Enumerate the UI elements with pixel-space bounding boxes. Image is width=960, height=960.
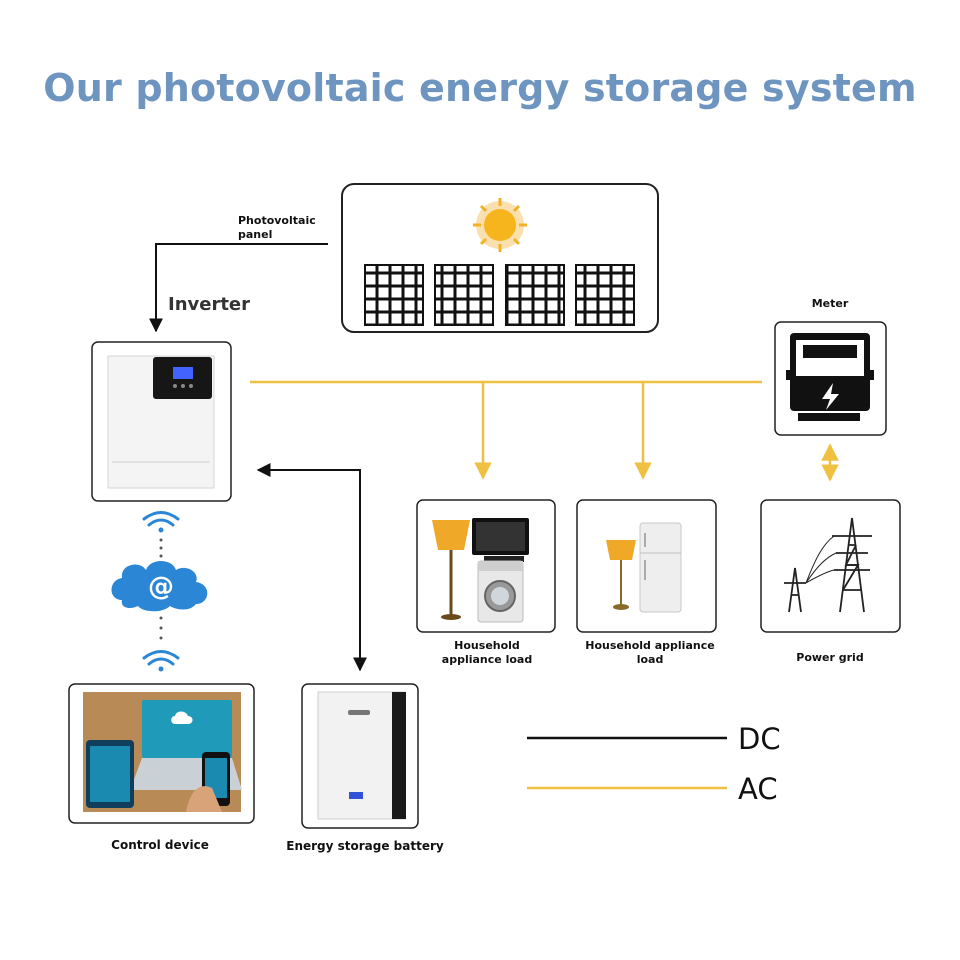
power-grid-box [760, 499, 901, 633]
sun-icon [473, 198, 527, 252]
battery-label: Energy storage battery [286, 839, 444, 853]
pv-to-inverter-line [149, 243, 328, 333]
page-title: Our photovoltaic energy storage system [43, 66, 917, 110]
battery-box [301, 683, 419, 829]
battery-icon [317, 691, 406, 820]
ac-wiring [250, 380, 839, 482]
refrigerator-icon [639, 522, 682, 613]
tv-icon [472, 518, 529, 562]
washing-machine-icon [477, 560, 524, 623]
household-load-2-label: Household appliance load [585, 639, 715, 666]
pv-panel-box [341, 183, 659, 333]
household-load-1-label: Household appliance load [441, 639, 533, 666]
floor-lamp-icon [432, 520, 470, 620]
connector-dots [159, 538, 163, 640]
inverter-label: Inverter [168, 294, 251, 315]
solar-panel-3-icon [505, 264, 565, 326]
inverter-box [91, 341, 232, 502]
transmission-tower-icon [784, 517, 872, 613]
meter-label: Meter [811, 297, 849, 310]
table-lamp-icon [606, 540, 636, 610]
household-load-1-box [416, 499, 556, 633]
wifi-bottom-icon [142, 650, 180, 672]
legend: DC AC [527, 722, 781, 806]
solar-panel-1-icon [364, 264, 424, 326]
legend-dc-label: DC [738, 722, 781, 756]
power-grid-label: Power grid [796, 651, 864, 664]
inverter-icon [107, 355, 215, 489]
laptop-phone-icon [83, 692, 242, 812]
solar-panel-2-icon [434, 264, 494, 326]
dc-wiring [149, 243, 367, 672]
control-device-label: Control device [111, 838, 209, 852]
control-device-box [68, 683, 255, 824]
meter-icon [786, 333, 874, 421]
wifi-top-icon [142, 511, 180, 533]
inverter-battery-line [256, 463, 367, 672]
cloud-icon: @ [111, 561, 208, 612]
cloud-at-symbol: @ [148, 572, 174, 602]
household-load-2-box [576, 499, 717, 633]
solar-panel-4-icon [575, 264, 635, 326]
meter-box [774, 321, 887, 436]
legend-ac-label: AC [738, 772, 778, 806]
pv-panel-label: Photovoltaic panel [238, 214, 316, 241]
